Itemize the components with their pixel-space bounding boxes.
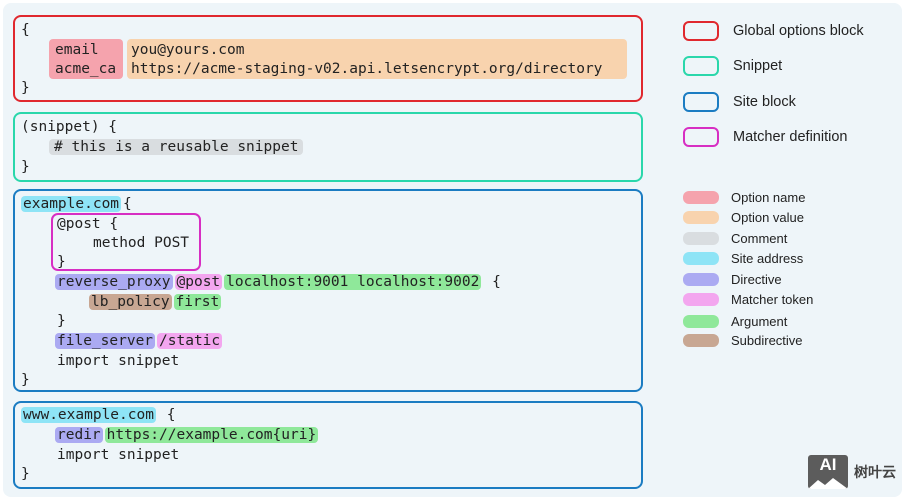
legend-swatch <box>683 273 719 286</box>
option-name-acme-ca-text: acme_ca <box>55 61 117 77</box>
matcher-close: } <box>57 254 66 270</box>
diagram-canvas: { email acme_ca you@yours.com https://ac… <box>3 3 902 497</box>
matcher-token: @post <box>174 274 223 290</box>
legend-label: Argument <box>731 314 788 329</box>
legend-swatch <box>683 211 719 224</box>
legend-swatch <box>683 293 719 306</box>
legend-item-matcher: Matcher definition <box>683 127 847 147</box>
legend-label: Site block <box>733 94 796 110</box>
legend-label: Option value <box>731 210 804 225</box>
option-name-email-text: email <box>55 42 99 58</box>
option-value-email: you@yours.com <box>131 42 245 58</box>
brace-close: } <box>57 313 66 329</box>
legend-label: Site address <box>731 251 804 266</box>
legend-swatch <box>683 56 719 76</box>
legend-label: Comment <box>731 231 788 246</box>
brace-close: } <box>21 80 30 96</box>
legend-label: Snippet <box>733 58 783 74</box>
site-address-line: www.example.com { <box>21 406 175 425</box>
file-server-line: file_server/static <box>55 332 224 351</box>
watermark-logo: AI 树叶云 <box>808 455 896 489</box>
legend-item-comment: Comment <box>683 231 787 246</box>
snippet-block: (snippet) { # this is a reusable snippet… <box>13 112 643 182</box>
site-block-example: example.com{ @post { method POST } rever… <box>13 189 643 392</box>
legend-label: Directive <box>731 272 782 287</box>
import-line: import snippet <box>57 353 180 369</box>
option-value-acme-ca: https://acme-staging-v02.api.letsencrypt… <box>131 61 603 77</box>
comment-token: # this is a reusable snippet <box>49 139 304 155</box>
legend-item-option-value: Option value <box>683 210 804 225</box>
legend-label: Global options block <box>733 23 864 39</box>
legend-item-matcher-token: Matcher token <box>683 292 813 307</box>
legend-item-option-name: Option name <box>683 190 805 205</box>
global-options-block: { email acme_ca you@yours.com https://ac… <box>13 15 643 102</box>
legend-item-snippet: Snippet <box>683 56 782 76</box>
site-address-line: example.com{ <box>21 195 132 214</box>
legend-swatch <box>683 191 719 204</box>
legend-item-site: Site block <box>683 92 796 112</box>
legend-swatch <box>683 334 719 347</box>
logo-mark: AI <box>808 455 848 489</box>
brace-open: { <box>21 22 30 38</box>
legend-swatch <box>683 21 719 41</box>
brace-close: } <box>21 466 30 482</box>
brace-open: { <box>492 274 501 290</box>
brace-open: { <box>123 196 132 212</box>
logo-text: 树叶云 <box>854 464 896 480</box>
legend-item-global: Global options block <box>683 21 864 41</box>
subdirective-token: lb_policy <box>89 294 172 310</box>
argument-token: https://example.com{uri} <box>104 427 319 443</box>
logo-mark-text: AI <box>819 455 837 474</box>
legend-item-argument: Argument <box>683 314 787 329</box>
matcher-token: /static <box>157 333 223 349</box>
site-address-token: example.com <box>21 196 122 212</box>
legend-swatch <box>683 92 719 112</box>
legend-swatch <box>683 252 719 265</box>
matcher-definition-box <box>51 213 201 271</box>
legend: Global options block Snippet Site block … <box>683 19 893 349</box>
option-value-highlight <box>127 39 627 79</box>
matcher-open: @post { <box>57 216 119 232</box>
legend-label: Option name <box>731 190 806 205</box>
import-line: import snippet <box>57 447 180 463</box>
legend-item-directive: Directive <box>683 272 782 287</box>
directive-token: reverse_proxy <box>55 274 173 290</box>
legend-swatch <box>683 232 719 245</box>
snippet-header: (snippet) { <box>21 119 118 135</box>
matcher-body: method POST <box>93 235 190 251</box>
legend-label: Subdirective <box>731 333 803 348</box>
legend-item-site-address: Site address <box>683 251 803 266</box>
legend-item-subdirective: Subdirective <box>683 333 803 348</box>
site-address-token: www.example.com <box>21 407 156 423</box>
legend-swatch <box>683 315 719 328</box>
option-name-highlight <box>49 39 123 79</box>
directive-token: file_server <box>55 333 156 349</box>
brace-open: { <box>166 407 176 423</box>
brace-close: } <box>21 372 30 388</box>
legend-label: Matcher token <box>731 292 814 307</box>
legend-swatch <box>683 127 719 147</box>
brace-close: } <box>21 159 30 175</box>
argument-token: first <box>173 294 222 310</box>
comment-line: # this is a reusable snippet <box>49 138 305 157</box>
legend-label: Matcher definition <box>733 129 848 145</box>
argument-token: localhost:9001 localhost:9002 <box>224 274 482 290</box>
mountain-icon <box>808 478 848 489</box>
directive-token: redir <box>55 427 103 443</box>
